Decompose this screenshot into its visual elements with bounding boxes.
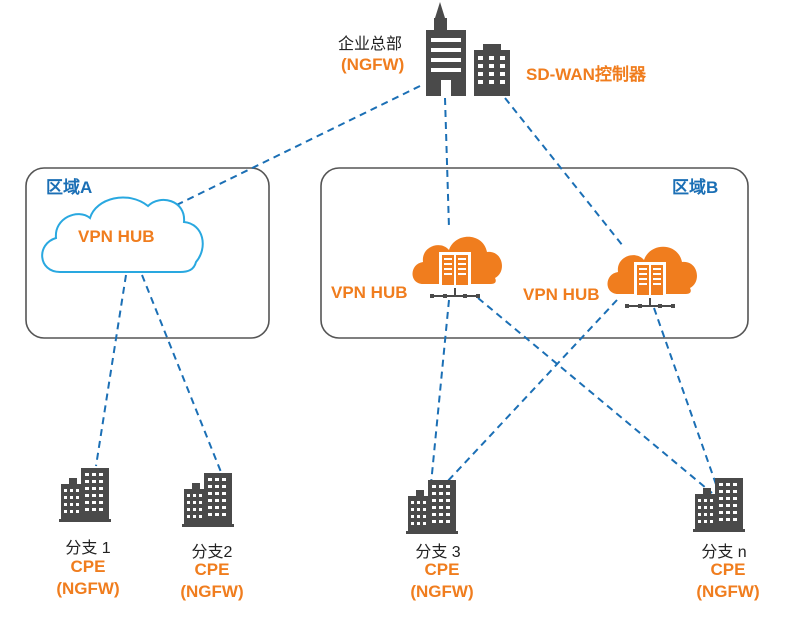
region-a-box (25, 167, 270, 339)
region-a-title: 区域A (46, 178, 93, 197)
branch-3-fw: (NGFW) (410, 582, 474, 601)
branch-3-name: 分支 3 (415, 544, 461, 561)
hq-building-icon (426, 2, 466, 96)
branch-n-fw: (NGFW) (696, 582, 760, 601)
hub-a-label: VPN HUB (78, 227, 155, 246)
office-building-icon (474, 44, 510, 96)
branch-building-icon (182, 473, 234, 527)
link-hub-b2-branch3 (445, 299, 618, 484)
network-links (95, 85, 719, 494)
branch-building-icon (693, 478, 745, 532)
link-hub-b1-branch3 (430, 299, 450, 485)
region-b-title: 区域B (672, 178, 719, 197)
cloud-server-icon (411, 235, 503, 299)
branch-2-name: 分支2 (191, 544, 233, 561)
branch-n-type: CPE (710, 560, 746, 579)
link-hub-b2-branchn (653, 307, 719, 491)
hq-type: (NGFW) (341, 55, 405, 74)
controller-label: SD-WAN控制器 (526, 65, 646, 84)
branch-n-name: 分支 n (701, 544, 747, 561)
link-hub-a-branch2 (141, 274, 222, 473)
hq-name: 企业总部 (338, 36, 403, 53)
link-hub-a-branch1 (95, 274, 127, 467)
cloud-server-icon (606, 245, 698, 309)
branch-building-icon (59, 468, 111, 522)
branch-2-fw: (NGFW) (180, 582, 244, 601)
link-hub-b1-branchn (477, 297, 713, 494)
hub-b1-label: VPN HUB (331, 283, 408, 302)
branch-2-type: CPE (194, 560, 230, 579)
branch-1-name: 分支 1 (65, 540, 111, 557)
branch-1-fw: (NGFW) (56, 579, 120, 598)
link-hq-hub-b1 (444, 97, 450, 229)
link-controller-hub-b2 (504, 97, 624, 247)
branch-building-icon (406, 480, 458, 534)
region-b-box (320, 167, 749, 339)
hub-b2-label: VPN HUB (523, 285, 600, 304)
link-hq-hub-a (149, 85, 421, 219)
cloud-outline-icon (41, 196, 204, 273)
branch-1-type: CPE (70, 557, 106, 576)
branch-3-type: CPE (424, 560, 460, 579)
